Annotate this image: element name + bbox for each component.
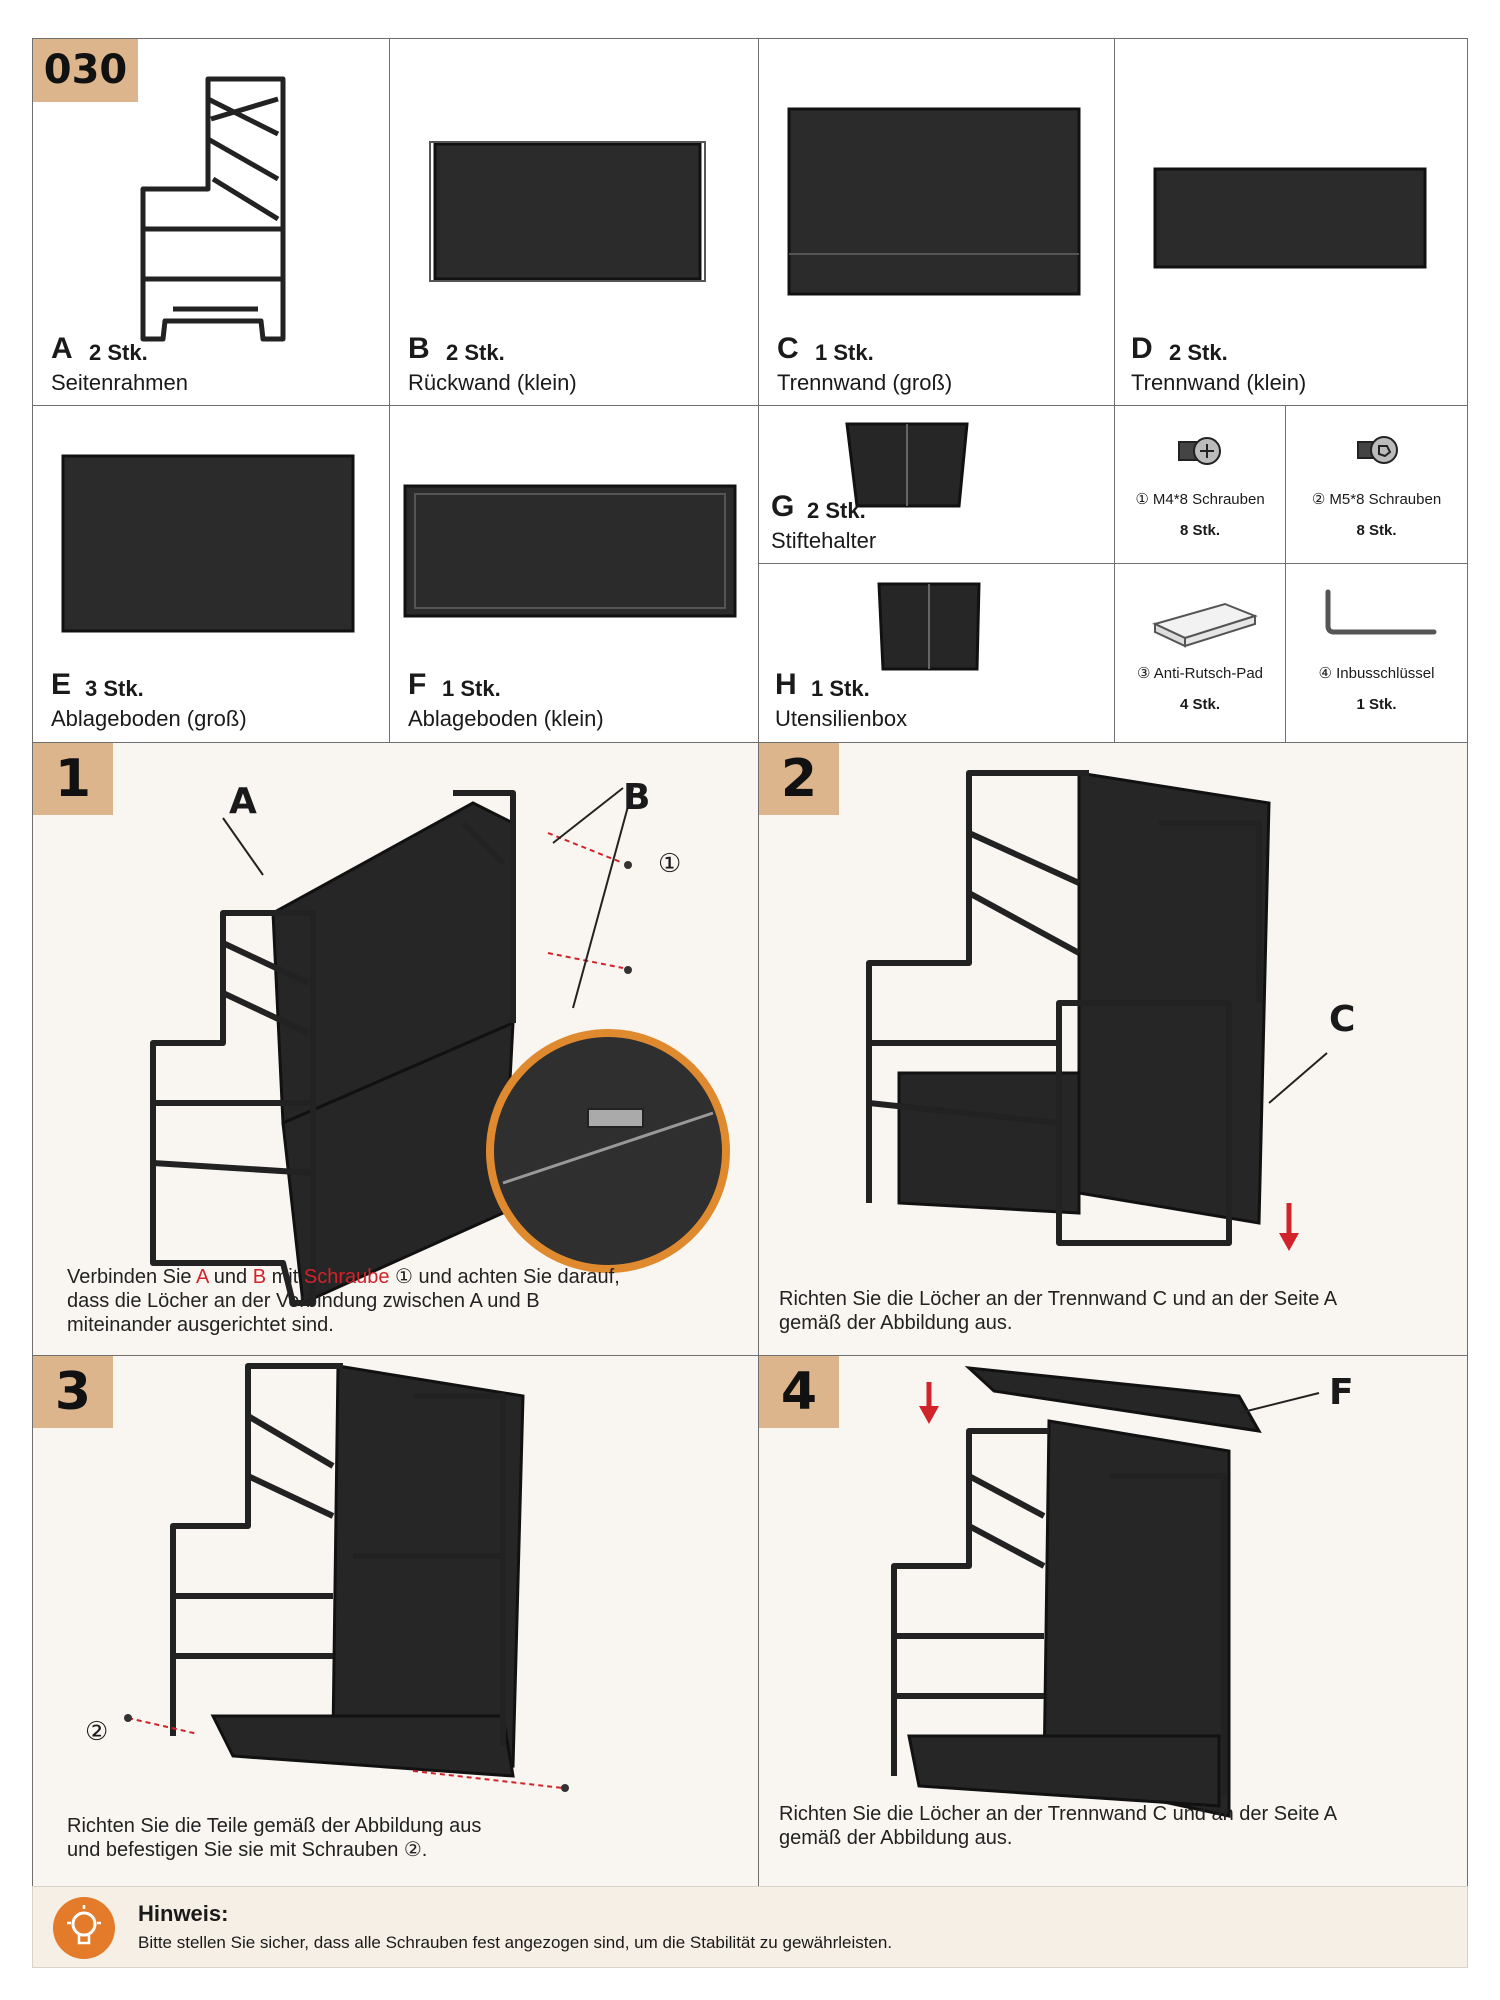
hardware-quantity: 8 Stk. [1179,522,1221,539]
hardware-card-3: ③ Anti-Rutsch-Pad 4 Stk. [1114,563,1286,743]
step-number-badge: 1 [33,743,113,815]
callout-a: A [229,781,257,822]
text-fragment: Verbinden Sie [67,1266,196,1288]
part-quantity: 3 Stk. [85,676,144,701]
text-line: und befestigen Sie sie mit Schrauben ②. [67,1839,428,1861]
part-quantity: 2 Stk. [807,498,866,523]
screw-icon [1178,437,1221,465]
part-quantity: 1 Stk. [811,676,870,701]
step-4-instruction: Richten Sie die Löcher an der Trennwand … [779,1802,1459,1850]
part-ref-a: A [196,1266,209,1288]
part-card-e: E 3 Stk. Ablageboden (groß) [32,405,390,743]
step-2-illustration [866,770,1328,1251]
text-line: dass die Löcher an der Verbindung zwisch… [67,1290,540,1312]
part-card-f: F 1 Stk. Ablageboden (klein) [389,405,759,743]
text-line: miteinander ausgerichtet sind. [67,1314,334,1336]
hardware-name: ③ Anti-Rutsch-Pad [1137,665,1263,682]
step-number-badge: 4 [759,1356,839,1428]
part-letter: F [408,668,427,701]
step-2-instruction: Richten Sie die Löcher an der Trennwand … [779,1287,1459,1335]
part-quantity: 1 Stk. [442,676,501,701]
part-card-b: B 2 Stk. Rückwand (klein) [389,38,759,406]
step-1-illustration [150,787,730,1306]
part-name: Ablageboden (groß) [51,706,247,731]
callout-f: F [1329,1372,1354,1413]
text-fragment: und [208,1266,253,1288]
part-quantity: 2 Stk. [89,340,148,365]
step-number-badge: 3 [33,1356,113,1428]
step-3-illustration [124,1363,569,1792]
callout-c: C [1329,999,1356,1040]
hardware-name: ① M4*8 Schrauben [1135,491,1265,508]
screw-icon [1357,436,1398,464]
text-line: gemäß der Abbildung aus. [779,1312,1013,1334]
part-card-g: G 2 Stk. Stiftehalter [758,405,1115,564]
callout-screw-1: ① [658,848,682,878]
text-line: Richten Sie die Teile gemäß der Abbildun… [67,1815,482,1837]
part-name: Rückwand (klein) [408,370,577,395]
step-number-badge: 2 [759,743,839,815]
part-card-d: D 2 Stk. Trennwand (klein) [1114,38,1468,406]
part-quantity: 1 Stk. [815,340,874,365]
part-letter: D [1131,332,1153,365]
part-letter: C [777,332,799,365]
divider-large-illustration [787,107,1081,296]
part-letter: B [408,332,430,365]
part-quantity: 2 Stk. [446,340,505,365]
screw-ref: Schraube [303,1266,390,1288]
step-1-instruction: Verbinden Sie A und B mit Schraube ① und… [67,1265,747,1337]
hardware-card-1: ① M4*8 Schrauben 8 Stk. [1114,405,1286,564]
anti-slip-pad-icon [1152,602,1258,648]
hardware-quantity: 4 Stk. [1179,696,1221,713]
step-3-instruction: Richten Sie die Teile gemäß der Abbildun… [67,1814,747,1862]
side-frame-illustration [140,76,286,342]
step-3-panel: 3 ② Richten Sie die [32,1355,759,1887]
hint-box: Hinweis: Bitte stellen Sie sicher, dass … [32,1886,1468,1968]
part-name: Ablageboden (klein) [408,706,604,731]
part-quantity: 2 Stk. [1169,340,1228,365]
part-name: Seitenrahmen [51,370,188,395]
shelf-large-illustration [61,454,355,633]
instruction-sheet: 030 A 2 Stk. Seitenrahmen B 2 Stk. Rückw… [32,38,1468,1968]
hardware-quantity: 8 Stk. [1356,522,1397,539]
step-1-panel: 1 [32,742,759,1356]
divider-small-illustration [1153,167,1427,269]
pen-holder-illustration [845,422,969,508]
part-name: Stiftehalter [771,528,877,553]
hardware-quantity: 1 Stk. [1356,696,1397,713]
step-2-panel: 2 C Richten Sie die Löcher an der Trennw… [758,742,1468,1356]
callout-screw-2: ② [85,1716,109,1746]
step-4-panel: 4 F Richten Sie die Löcher an der Trennw… [758,1355,1468,1887]
hint-text: Bitte stellen Sie sicher, dass alle Schr… [138,1933,893,1952]
part-card-c: C 1 Stk. Trennwand (groß) [758,38,1115,406]
hint-title: Hinweis: [138,1901,229,1926]
lightbulb-icon [53,1897,115,1959]
part-card-a: 030 A 2 Stk. Seitenrahmen [32,38,390,406]
hardware-card-2: ② M5*8 Schrauben 8 Stk. [1285,405,1468,564]
part-letter: G [771,490,795,523]
text-fragment: mit [266,1266,304,1288]
utensil-box-illustration [877,582,981,671]
back-panel-small-illustration [429,141,706,282]
part-letter: E [51,668,72,701]
part-card-h: H 1 Stk. Utensilienbox [758,563,1115,743]
part-name: Utensilienbox [775,706,908,731]
part-letter: H [775,668,797,701]
text-fragment: ① und achten Sie darauf, [389,1266,620,1288]
step-4-illustration [891,1366,1320,1818]
text-line: Richten Sie die Löcher an der Trennwand … [779,1803,1338,1825]
hardware-name: ④ Inbusschlüssel [1318,665,1435,682]
part-letter: A [51,332,73,365]
hex-key-icon [1325,589,1437,635]
model-number-badge: 030 [33,39,138,102]
hardware-card-4: ④ Inbusschlüssel 1 Stk. [1285,563,1468,743]
callout-b: B [623,777,651,818]
hardware-name: ② M5*8 Schrauben [1311,491,1442,508]
text-line: gemäß der Abbildung aus. [779,1827,1013,1849]
part-name: Trennwand (groß) [777,370,953,395]
shelf-small-illustration [403,484,737,618]
part-ref-b: B [252,1266,267,1288]
part-name: Trennwand (klein) [1131,370,1307,395]
text-line: Richten Sie die Löcher an der Trennwand … [779,1288,1338,1310]
